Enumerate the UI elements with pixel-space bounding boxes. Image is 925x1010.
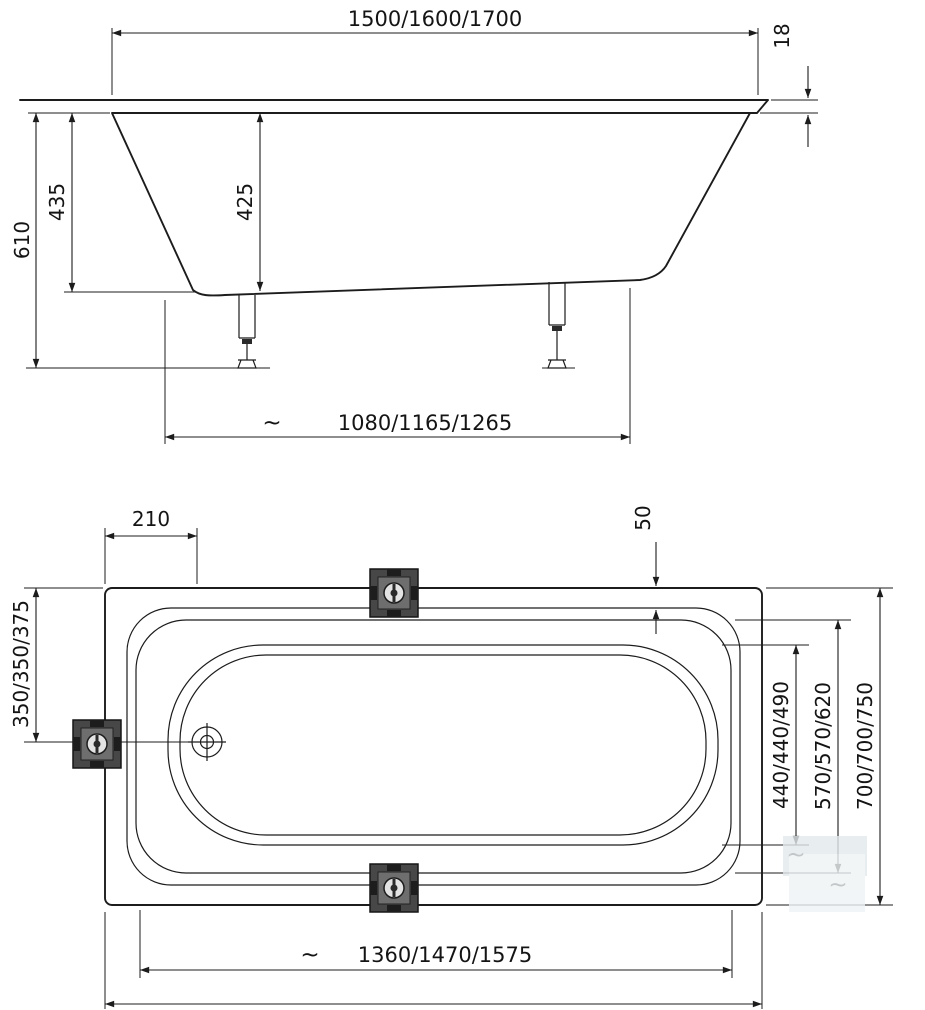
watermark (783, 836, 867, 912)
drain-symbol (188, 723, 226, 761)
dim-overall-length: 1500/1600/1700 (111, 7, 759, 95)
dim-label-mid-width: 570/570/620 (811, 682, 835, 810)
dim-drain-offset: 210 (104, 507, 198, 584)
bathtub-rim-inner (135, 619, 732, 874)
adjustable-foot-left (237, 295, 257, 369)
adjustable-foot-right (547, 282, 567, 369)
dim-shell-height: 435 (45, 113, 195, 293)
mounting-bracket-left (72, 719, 122, 769)
dim-center-offset: 350/350/375 (9, 587, 103, 742)
extension-line (139, 910, 733, 978)
dim-label-rim-width: 50 (631, 505, 655, 530)
foot-nut (242, 339, 252, 344)
bathtub-outer-edge (104, 587, 763, 906)
basin-top-edge (167, 644, 719, 846)
watermark-square-lower (789, 854, 865, 912)
dim-label-drain-offset: 210 (132, 507, 170, 531)
foot-channel (238, 295, 256, 339)
top-view: 210 50 350/350/375 440/440/490 ~ 570/570… (9, 505, 893, 1009)
mounting-bracket-top (369, 568, 419, 618)
dim-overall-width: 700/700/750 (766, 587, 893, 906)
dim-basin-length: ~ 1360/1470/1575 (139, 910, 733, 978)
dim-label-base-length: 1080/1165/1265 (338, 411, 512, 435)
dim-label-rim-thickness: 18 (770, 23, 794, 48)
basin-bottom-edge (179, 654, 707, 836)
extension-line (760, 99, 818, 114)
dim-cropped-bottom (104, 912, 763, 1009)
dim-base-length: ~ 1080/1165/1265 (164, 288, 631, 444)
dim-label-total-height: 610 (10, 221, 34, 259)
extension-line (104, 912, 763, 1009)
side-view: 1500/1600/1700 18 610 435 425 (10, 7, 818, 444)
approx-symbol: ~ (262, 410, 281, 436)
dim-rim-width: 50 (631, 505, 674, 634)
dim-label-inner-depth: 425 (233, 183, 257, 221)
dim-label-overall-width: 700/700/750 (853, 682, 877, 810)
dim-inner-depth: 425 (233, 113, 264, 291)
dim-label-basin-length: 1360/1470/1575 (358, 943, 532, 967)
mounting-bracket-bottom (369, 863, 419, 913)
foot-nut (552, 326, 562, 331)
dim-rim-thickness: 18 (760, 23, 818, 147)
dim-label-center-offset: 350/350/375 (9, 600, 33, 728)
foot-channel (548, 282, 566, 326)
extension-line (111, 28, 759, 95)
dim-basin-width: 440/440/490 ~ (722, 644, 809, 868)
drain-crosshair (188, 723, 226, 761)
extension-line (164, 288, 631, 444)
dim-label-overall-length: 1500/1600/1700 (348, 7, 522, 31)
foot-pad (547, 359, 567, 369)
dim-label-basin-width: 440/440/490 (769, 681, 793, 809)
dim-label-shell-height: 435 (45, 183, 69, 221)
approx-symbol: ~ (300, 942, 319, 968)
bathtub-side-profile (19, 99, 769, 297)
dim-total-height: 610 (10, 112, 110, 368)
bathtub-rim-outer (126, 607, 741, 886)
foot-pad (237, 359, 257, 369)
